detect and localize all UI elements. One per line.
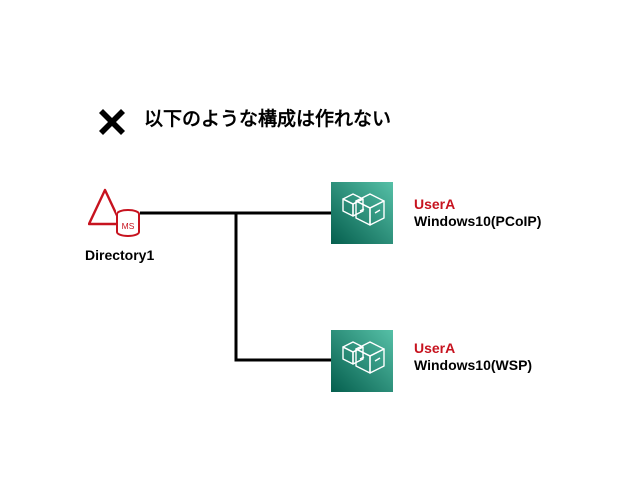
ms-badge: MS bbox=[122, 221, 135, 231]
workspace-user-label: UserA bbox=[414, 196, 456, 212]
heading-title: 以下のような構成は作れない bbox=[144, 108, 392, 130]
cross-mark-icon bbox=[99, 109, 125, 135]
ms-directory-icon: MS bbox=[88, 188, 140, 237]
workspace-name-label: Windows10(WSP) bbox=[414, 357, 533, 373]
workspace-user-label: UserA bbox=[414, 340, 456, 356]
workspace-name-label: Windows10(PCoIP) bbox=[414, 213, 542, 229]
directory-label: Directory1 bbox=[85, 247, 155, 263]
workspaces-icon bbox=[331, 182, 393, 244]
workspaces-icon bbox=[331, 330, 393, 392]
